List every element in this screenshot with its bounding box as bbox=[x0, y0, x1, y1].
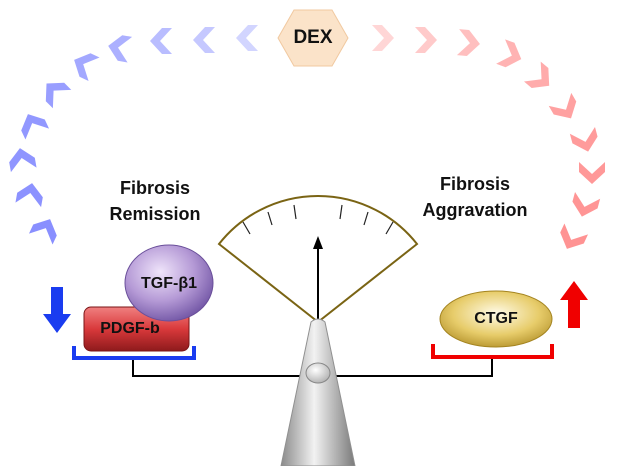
up-arrow-icon bbox=[560, 281, 588, 328]
gauge-ticks bbox=[242, 204, 394, 235]
chevron-icon bbox=[9, 148, 37, 173]
balance-stand bbox=[280, 318, 356, 466]
aggravation-title-line2: Aggravation bbox=[422, 200, 528, 220]
chevron-icon bbox=[21, 114, 50, 140]
aggravation-title: Fibrosis Aggravation bbox=[400, 171, 550, 223]
chevron-icon bbox=[548, 92, 577, 119]
chevron-icon bbox=[572, 191, 601, 217]
chevron-icon bbox=[456, 29, 480, 56]
chevron-icon bbox=[150, 28, 172, 54]
balance-knob bbox=[305, 362, 331, 384]
chevron-icon bbox=[193, 27, 215, 53]
remission-title-line2: Remission bbox=[109, 204, 201, 224]
chevron-icon bbox=[415, 27, 437, 53]
remission-title: Fibrosis Remission bbox=[90, 175, 220, 227]
gauge-needle-head bbox=[313, 236, 323, 249]
chevron-icon bbox=[108, 35, 133, 63]
chevron-icon bbox=[569, 126, 598, 152]
chevron-icon bbox=[496, 39, 522, 68]
right-pan bbox=[431, 344, 554, 359]
chevron-icon bbox=[236, 25, 258, 51]
tgf-label: TGF-β1 bbox=[141, 275, 197, 292]
blue-chevron-arc bbox=[9, 25, 258, 245]
chevron-icon bbox=[45, 82, 72, 109]
chevron-icon bbox=[74, 53, 100, 82]
red-chevron-arc bbox=[372, 25, 605, 249]
ctgf-ellipse bbox=[439, 290, 553, 348]
down-arrow-icon bbox=[43, 287, 71, 333]
chevron-icon bbox=[28, 219, 57, 245]
chevron-icon bbox=[15, 183, 43, 208]
remission-title-line1: Fibrosis bbox=[119, 178, 190, 198]
chevron-icon bbox=[579, 162, 605, 184]
pdgf-label: PDGF-b bbox=[100, 320, 160, 337]
chevron-icon bbox=[372, 25, 394, 51]
dex-label: DEX bbox=[293, 27, 333, 48]
chevron-icon bbox=[523, 61, 550, 88]
dex-hexagon bbox=[277, 9, 349, 67]
left-pan bbox=[72, 346, 196, 360]
chevron-icon bbox=[560, 223, 589, 249]
tgf-ellipse bbox=[124, 244, 214, 322]
aggravation-title-line1: Fibrosis bbox=[439, 174, 510, 194]
ctgf-label: CTGF bbox=[474, 310, 518, 327]
